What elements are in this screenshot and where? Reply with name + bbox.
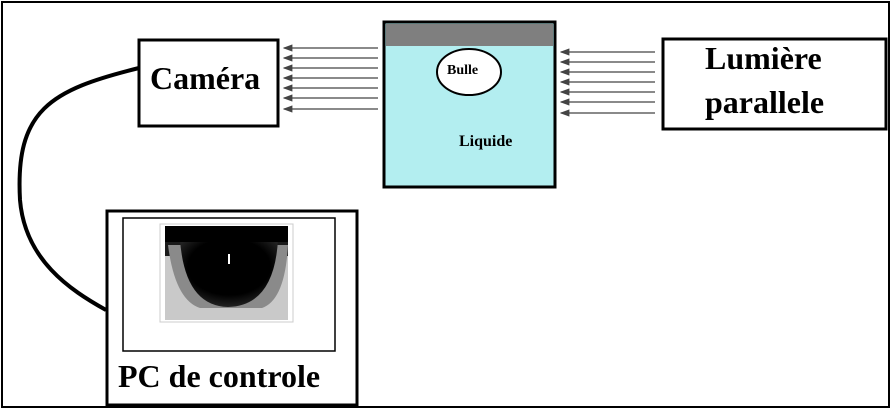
pc-label: PC de controle [118,358,321,394]
arrows-to-container [559,48,655,117]
camera-cable [17,66,140,312]
capture-top-dark [165,226,288,242]
bubble-label: Bulle [447,63,479,78]
camera-box [137,38,280,128]
liquid-container [382,20,557,189]
light-source-label-line1: Lumière [705,40,822,76]
light-source-label-line2: parallele [705,84,825,120]
screen-capture-image [159,223,294,323]
arrows-to-camera [282,44,378,113]
liquid-surface [386,24,553,46]
bright-spot [228,254,230,264]
bubble-shadow [180,240,278,307]
light-source-box [661,37,888,131]
liquid-label: Liquide [459,133,513,150]
camera-label: Caméra [150,60,261,96]
bubble [436,48,502,96]
